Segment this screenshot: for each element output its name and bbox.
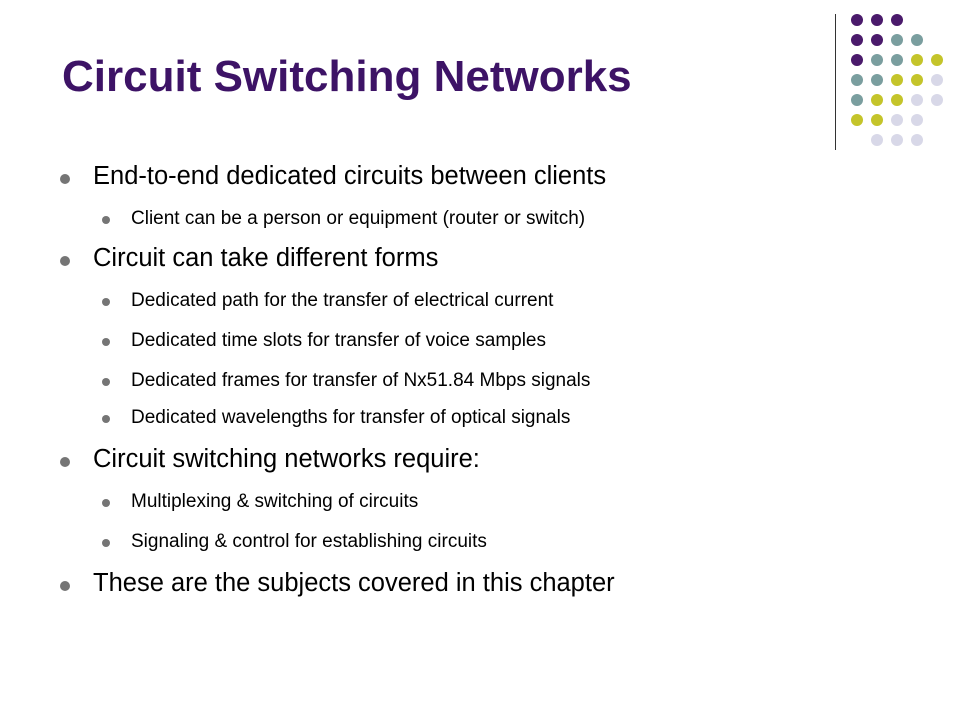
bullet-dot-icon [60, 581, 70, 591]
decorative-divider [835, 14, 836, 150]
decor-dot [911, 94, 923, 106]
decor-dot [851, 114, 863, 126]
bullet-dot-icon [102, 338, 110, 346]
bullet-dot-icon [102, 539, 110, 547]
bullet-text: These are the subjects covered in this c… [93, 569, 615, 597]
decor-dot [931, 94, 943, 106]
decor-dot [931, 54, 943, 66]
sub-bullet-item: Multiplexing & switching of circuits [102, 491, 419, 513]
decor-dot [911, 34, 923, 46]
decor-dot [891, 94, 903, 106]
decor-dot [911, 54, 923, 66]
decor-dot [871, 74, 883, 86]
bullet-dot-icon [102, 378, 110, 386]
sub-bullet-item: Signaling & control for establishing cir… [102, 531, 487, 553]
sub-bullet-item: Dedicated wavelengths for transfer of op… [102, 407, 571, 429]
decor-dot [891, 74, 903, 86]
bullet-item: These are the subjects covered in this c… [60, 569, 615, 598]
bullet-text: Dedicated wavelengths for transfer of op… [131, 407, 571, 428]
decor-dot [871, 14, 883, 26]
decor-dot [871, 54, 883, 66]
decor-dot [871, 34, 883, 46]
bullet-dot-icon [60, 457, 70, 467]
bullet-text: End-to-end dedicated circuits between cl… [93, 162, 607, 190]
bullet-text: Signaling & control for establishing cir… [131, 531, 487, 552]
decor-dot [851, 74, 863, 86]
decorative-dot-grid [0, 0, 960, 150]
sub-bullet-item: Dedicated time slots for transfer of voi… [102, 330, 547, 352]
decor-dot [851, 34, 863, 46]
decor-dot [871, 114, 883, 126]
decor-dot [911, 74, 923, 86]
bullet-text: Client can be a person or equipment (rou… [131, 208, 586, 229]
decor-dot [911, 134, 923, 146]
bullet-text: Dedicated time slots for transfer of voi… [131, 330, 547, 351]
decor-dot [891, 14, 903, 26]
bullet-text: Multiplexing & switching of circuits [131, 491, 419, 512]
sub-bullet-item: Dedicated path for the transfer of elect… [102, 290, 554, 312]
decor-dot [871, 94, 883, 106]
decor-dot [891, 134, 903, 146]
bullet-text: Dedicated frames for transfer of Nx51.84… [131, 370, 591, 391]
sub-bullet-item: Client can be a person or equipment (rou… [102, 208, 586, 230]
bullet-dot-icon [102, 499, 110, 507]
decor-dot [891, 34, 903, 46]
bullet-dot-icon [60, 256, 70, 266]
bullet-item: Circuit switching networks require: [60, 445, 480, 474]
bullet-text: Circuit can take different forms [93, 244, 439, 272]
decor-dot [891, 114, 903, 126]
bullet-item: End-to-end dedicated circuits between cl… [60, 162, 607, 191]
decor-dot [911, 114, 923, 126]
decor-dot [851, 54, 863, 66]
bullet-dot-icon [102, 415, 110, 423]
decor-dot [931, 74, 943, 86]
bullet-dot-icon [102, 298, 110, 306]
decor-dot [871, 134, 883, 146]
decor-dot [851, 14, 863, 26]
bullet-item: Circuit can take different forms [60, 244, 439, 273]
sub-bullet-item: Dedicated frames for transfer of Nx51.84… [102, 370, 591, 392]
decor-dot [891, 54, 903, 66]
bullet-dot-icon [60, 174, 70, 184]
bullet-dot-icon [102, 216, 110, 224]
decor-dot [851, 94, 863, 106]
bullet-text: Circuit switching networks require: [93, 445, 480, 473]
slide-title: Circuit Switching Networks [62, 52, 632, 101]
bullet-text: Dedicated path for the transfer of elect… [131, 290, 554, 311]
